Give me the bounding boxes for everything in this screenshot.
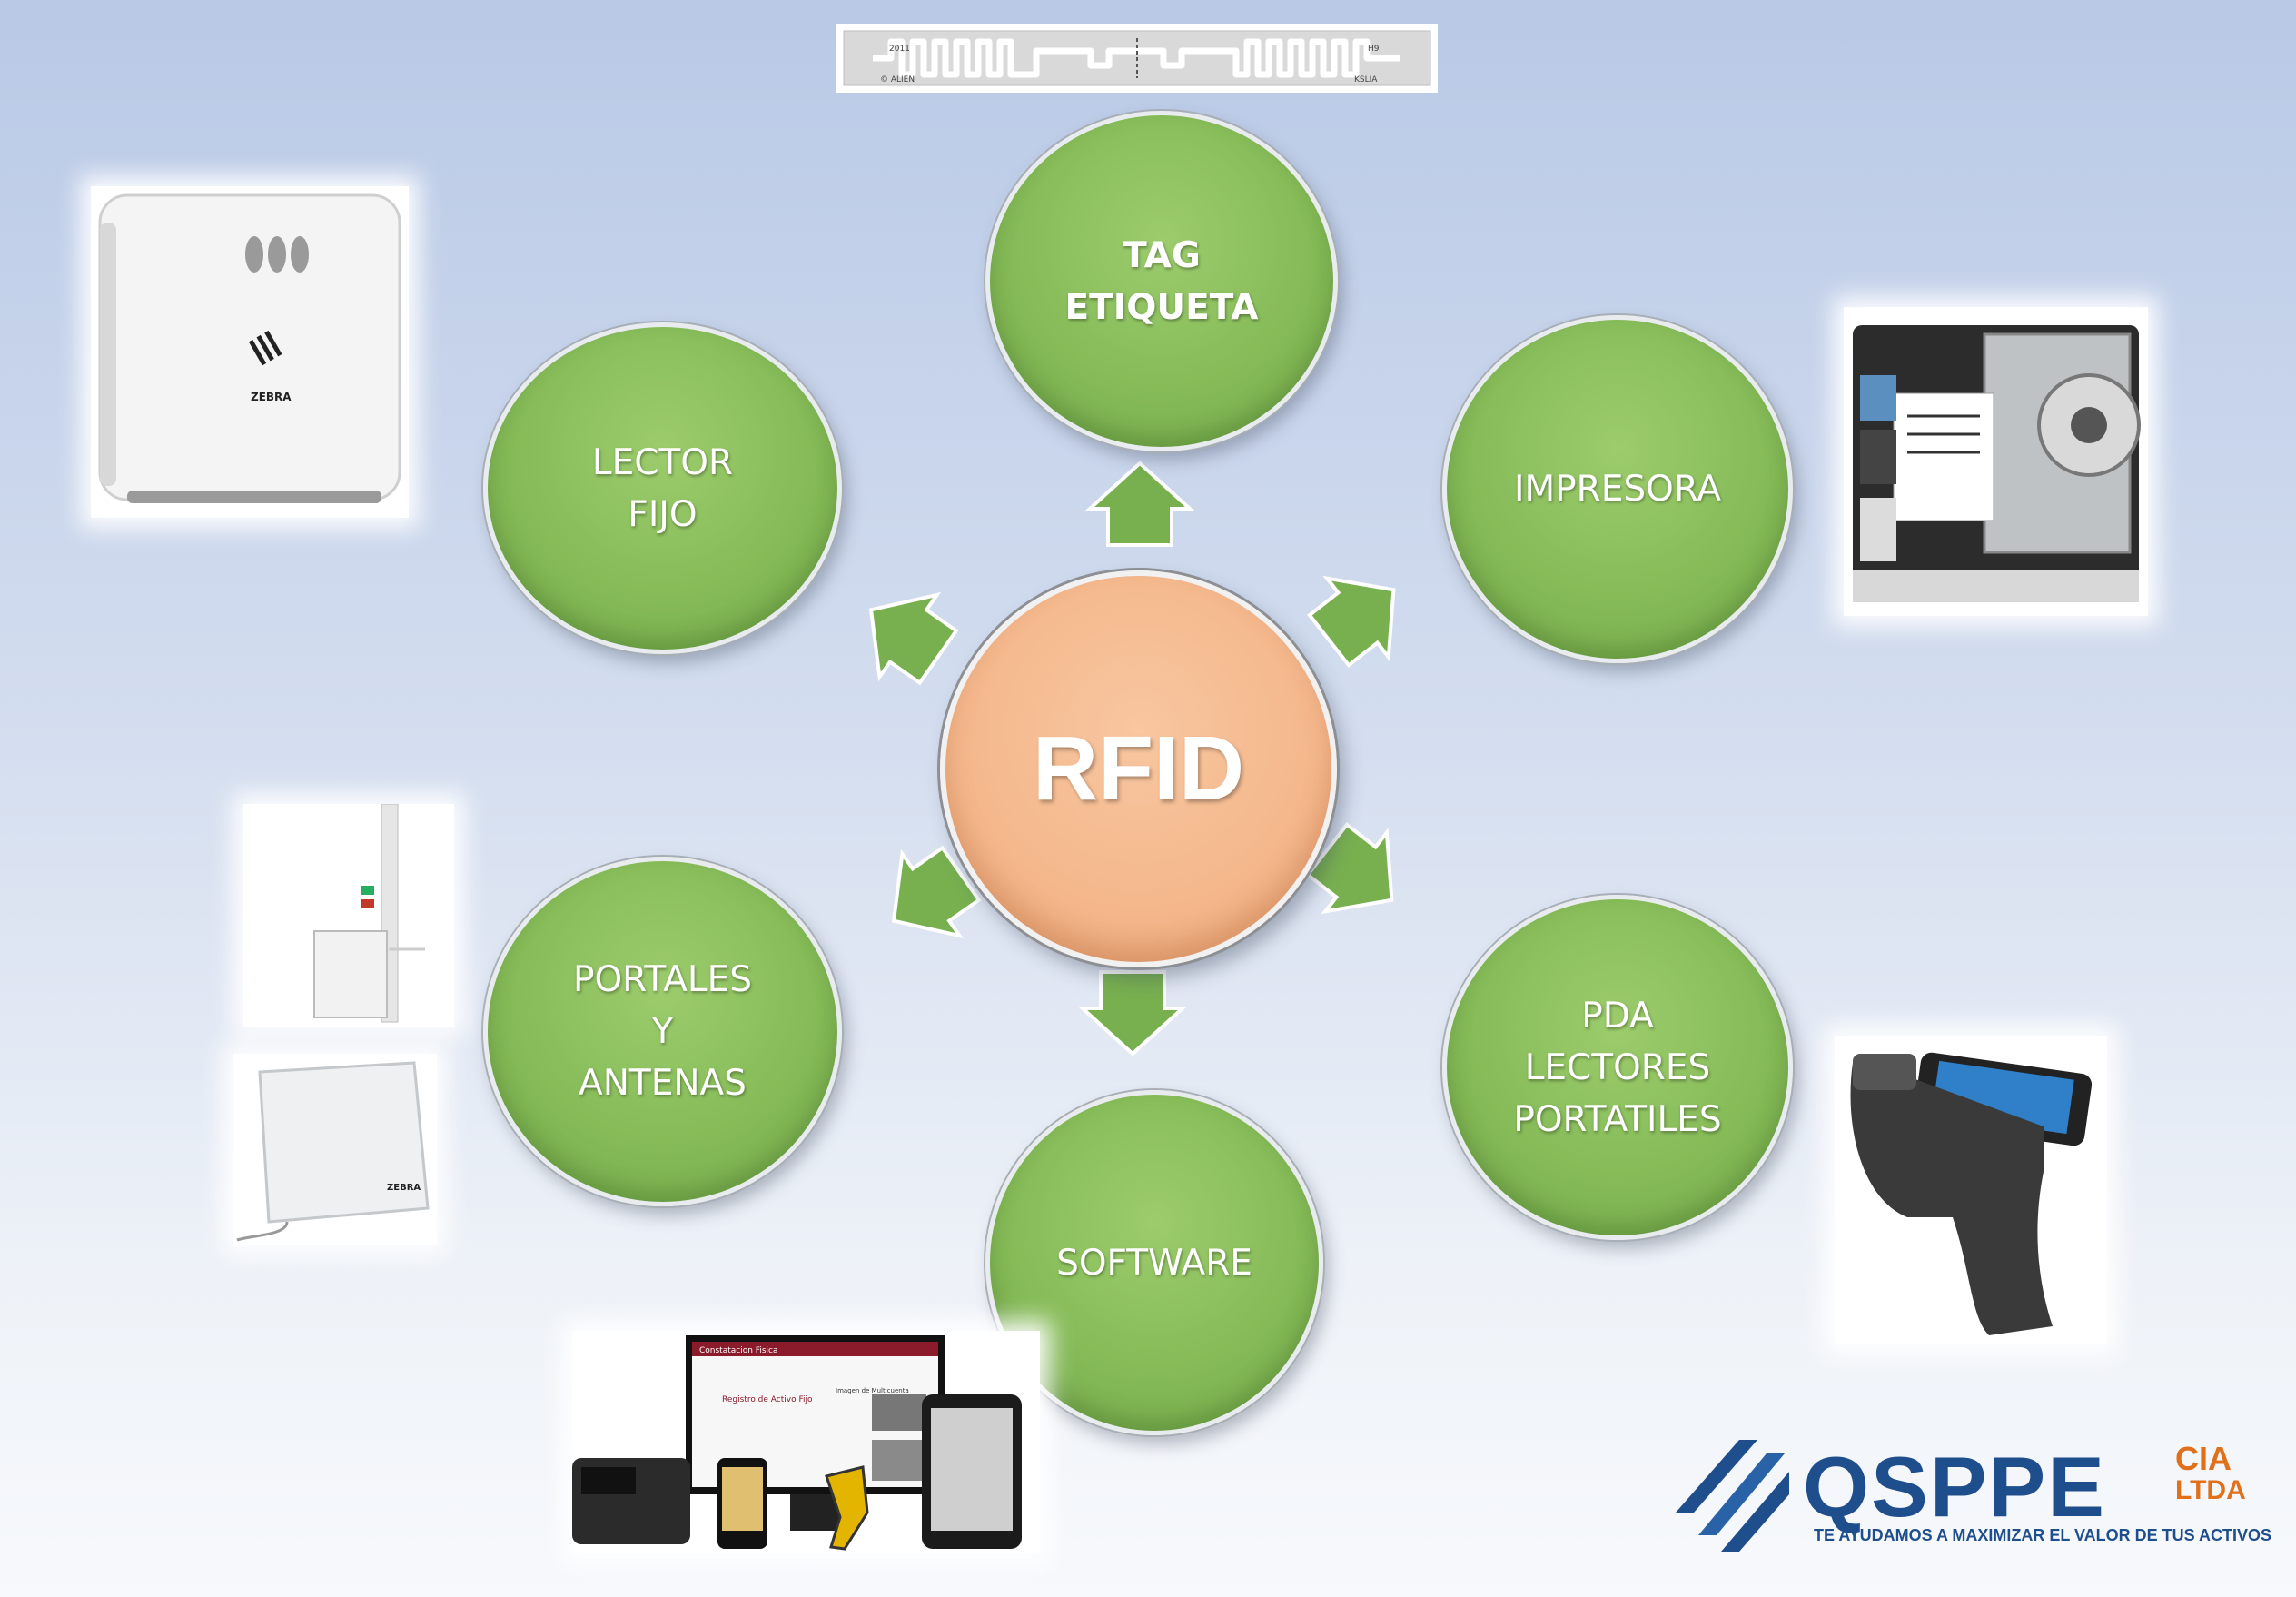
software-image-label: Imagen de Multicuenta bbox=[836, 1387, 909, 1394]
portal-image bbox=[243, 803, 454, 1027]
software-form-title: Registro de Activo Fijo bbox=[722, 1395, 813, 1404]
node-lector-label: LECTOR FIJO bbox=[591, 441, 734, 535]
antenna-brand: ZEBRA bbox=[387, 1183, 421, 1193]
arrow-up-right bbox=[1296, 548, 1427, 681]
handheld-reader-image bbox=[1835, 1036, 2107, 1344]
logo-suffix-top: CIA bbox=[2175, 1440, 2232, 1477]
fixed-reader-image: ZEBRA bbox=[91, 186, 409, 518]
rfid-tag-inlay-image: 2011 © ALIEN H9 KSLIA bbox=[836, 24, 1438, 93]
node-software: SOFTWARE bbox=[985, 1090, 1323, 1435]
tag-right-text: H9 bbox=[1368, 45, 1380, 54]
node-tag-label: TAG ETIQUETA bbox=[1064, 234, 1259, 328]
node-impresora: IMPRESORA bbox=[1442, 315, 1793, 663]
node-software-label: SOFTWARE bbox=[1056, 1242, 1252, 1284]
antenna-image: ZEBRA bbox=[233, 1054, 437, 1245]
software-devices-image: Constatacion Fisica Registro de Activo F… bbox=[572, 1331, 1040, 1553]
node-impresora-label: IMPRESORA bbox=[1513, 469, 1722, 510]
arrow-up bbox=[1088, 461, 1192, 547]
software-header: Constatacion Fisica bbox=[699, 1346, 777, 1355]
node-portales: PORTALES Y ANTENAS bbox=[483, 857, 842, 1206]
printer-image bbox=[1844, 307, 2148, 616]
arrow-up-left bbox=[840, 567, 969, 699]
node-pda-label: PDA LECTORES PORTATILES bbox=[1513, 995, 1722, 1140]
center-label: RFID bbox=[1032, 718, 1245, 819]
logo-mark-icon bbox=[1676, 1440, 1789, 1552]
company-logo: QSPPE CIA LTDA TE AYUDAMOS A MAXIMIZAR E… bbox=[1667, 1426, 2271, 1562]
fixed-reader-brand: ZEBRA bbox=[251, 391, 292, 403]
tag-right-text-2: KSLIA bbox=[1354, 75, 1378, 84]
tag-left-text-2: © ALIEN bbox=[880, 75, 915, 84]
node-portales-label: PORTALES Y ANTENAS bbox=[572, 959, 753, 1104]
logo-name: QSPPE bbox=[1803, 1439, 2106, 1534]
node-tag: TAG ETIQUETA bbox=[985, 111, 1338, 451]
node-pda: PDA LECTORES PORTATILES bbox=[1442, 895, 1793, 1240]
logo-suffix-bottom: LTDA bbox=[2175, 1475, 2246, 1505]
logo-tagline: TE AYUDAMOS A MAXIMIZAR EL VALOR DE TUS … bbox=[1814, 1526, 2272, 1544]
center-rfid-node: RFID bbox=[940, 570, 1337, 967]
tag-left-text: 2011 bbox=[889, 45, 910, 54]
arrow-down bbox=[1081, 970, 1184, 1056]
node-lector: LECTOR FIJO bbox=[483, 322, 842, 654]
